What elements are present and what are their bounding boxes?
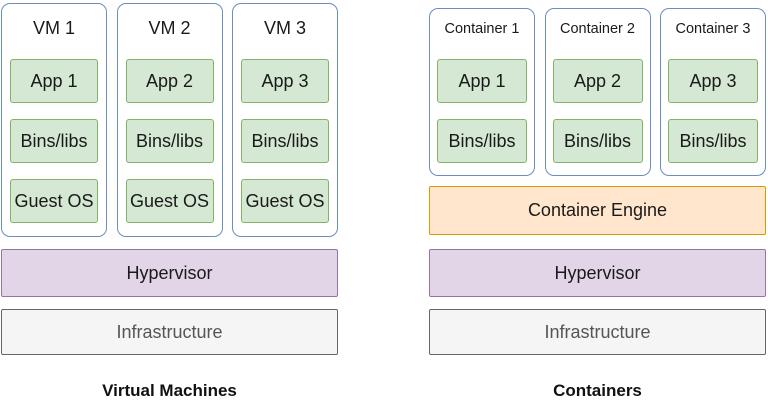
container-2-app-box: App 2 bbox=[552, 59, 643, 103]
container-column-3: Container 3 App 3 Bins/libs bbox=[660, 8, 766, 176]
container-columns: Container 1 App 1 Bins/libs Container 2 … bbox=[429, 8, 766, 176]
vm-3-app-box: App 3 bbox=[241, 59, 329, 103]
containers-section-caption: Containers bbox=[553, 381, 642, 400]
vm-column-3: VM 3 App 3 Bins/libs Guest OS bbox=[232, 3, 338, 237]
vm-3-title: VM 3 bbox=[263, 18, 306, 38]
vm-column-2: VM 2 App 2 Bins/libs Guest OS bbox=[116, 3, 223, 237]
vm-1-app-box: App 1 bbox=[10, 59, 98, 103]
vm-2-title: VM 2 bbox=[148, 18, 191, 38]
vm-1-guest-os-box: Guest OS bbox=[10, 179, 98, 223]
vm-3-bins-libs-box: Bins/libs bbox=[241, 119, 329, 163]
container-3-title: Container 3 bbox=[675, 21, 751, 37]
containers-hypervisor-bar: Hypervisor bbox=[429, 249, 766, 297]
vm-columns: VM 1 App 1 Bins/libs Guest OS VM 2 App 2… bbox=[1, 3, 338, 237]
container-engine-bar: Container Engine bbox=[429, 186, 766, 235]
container-2-bins-libs-box: Bins/libs bbox=[552, 119, 643, 163]
container-3-app-box: App 3 bbox=[668, 59, 758, 103]
container-column-1: Container 1 App 1 Bins/libs bbox=[429, 8, 535, 176]
vm-2-guest-os-box: Guest OS bbox=[125, 179, 214, 223]
containers-infrastructure-bar: Infrastructure bbox=[429, 309, 766, 355]
containers-section: Container 1 App 1 Bins/libs Container 2 … bbox=[429, 8, 766, 401]
vm-section-caption: Virtual Machines bbox=[102, 381, 237, 400]
vm-column-1: VM 1 App 1 Bins/libs Guest OS bbox=[1, 3, 107, 237]
vm-1-title: VM 1 bbox=[32, 18, 75, 38]
vm-infrastructure-bar: Infrastructure bbox=[1, 309, 338, 355]
vm-1-bins-libs-box: Bins/libs bbox=[10, 119, 98, 163]
vm-hypervisor-bar: Hypervisor bbox=[1, 249, 338, 297]
vm-3-guest-os-box: Guest OS bbox=[241, 179, 329, 223]
container-column-2: Container 2 App 2 Bins/libs bbox=[544, 8, 651, 176]
container-3-bins-libs-box: Bins/libs bbox=[668, 119, 758, 163]
container-2-title: Container 2 bbox=[560, 21, 635, 37]
container-1-app-box: App 1 bbox=[437, 59, 527, 103]
container-1-bins-libs-box: Bins/libs bbox=[437, 119, 527, 163]
vm-section: VM 1 App 1 Bins/libs Guest OS VM 2 App 2… bbox=[1, 3, 338, 401]
container-1-title: Container 1 bbox=[444, 21, 520, 37]
vm-2-bins-libs-box: Bins/libs bbox=[125, 119, 214, 163]
vm-2-app-box: App 2 bbox=[125, 59, 214, 103]
